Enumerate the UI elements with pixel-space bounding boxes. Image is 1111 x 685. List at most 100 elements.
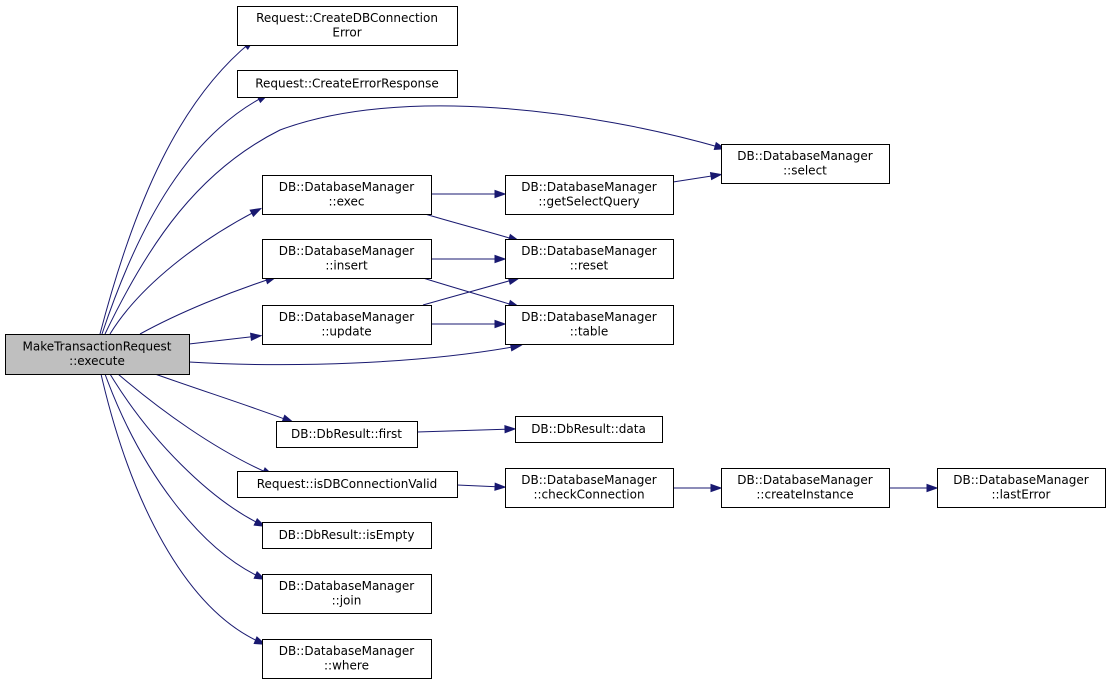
node-label-line: Request::isDBConnectionValid	[257, 477, 438, 491]
node-db-database-manager-reset[interactable]: DB::DatabaseManager::reset	[505, 239, 674, 279]
node-box	[5, 334, 190, 375]
node-db-database-manager-get-select-query[interactable]: DB::DatabaseManager::getSelectQuery	[505, 175, 674, 215]
edge-db-database-manager-get-select-query-to-db-database-manager-select	[672, 171, 723, 183]
edge-db-database-manager-exec-to-db-database-manager-reset	[424, 213, 521, 242]
node-box	[937, 468, 1106, 508]
node-db-database-manager-table[interactable]: DB::DatabaseManager::table	[505, 305, 674, 345]
edge-db-database-manager-create-instance-to-db-database-manager-last-error	[889, 483, 939, 493]
edge-request-is-db-connection-valid-to-db-database-manager-check-connection	[456, 482, 507, 491]
node-box	[515, 416, 663, 443]
node-label-line: ::join	[332, 594, 362, 608]
node-label-line: ::checkConnection	[533, 488, 644, 502]
node-label-line: Request::CreateErrorResponse	[255, 76, 439, 90]
arrowhead-icon	[926, 483, 939, 493]
arrowhead-icon	[494, 482, 507, 491]
node-db-database-manager-select[interactable]: DB::DatabaseManager::select	[721, 144, 890, 184]
edge-line	[109, 373, 263, 526]
node-db-db-result-is-empty[interactable]: DB::DbResult::isEmpty	[262, 522, 432, 549]
edge-db-database-manager-exec-to-db-database-manager-get-select-query	[431, 189, 507, 199]
node-label-line: ::where	[324, 659, 369, 673]
arrowhead-icon	[710, 483, 723, 493]
node-box	[262, 239, 432, 279]
node-box	[262, 175, 432, 215]
edge-line	[99, 41, 252, 335]
node-label-line: DB::DatabaseManager	[737, 473, 872, 487]
edge-line	[109, 209, 259, 335]
edge-make-transaction-request-execute-to-db-database-manager-update	[188, 332, 263, 345]
node-db-database-manager-where[interactable]: DB::DatabaseManager::where	[262, 639, 432, 679]
node-label-line: DB::DatabaseManager	[279, 244, 414, 258]
nodes-layer: MakeTransactionRequest::executeRequest::…	[5, 6, 1106, 679]
edge-db-database-manager-update-to-db-database-manager-reset	[422, 276, 521, 306]
node-make-transaction-request-execute: MakeTransactionRequest::execute	[5, 334, 190, 375]
node-label-line: ::select	[783, 164, 827, 178]
edge-make-transaction-request-execute-to-db-database-manager-select	[104, 105, 727, 335]
edge-db-db-result-first-to-db-db-result-data	[416, 425, 517, 434]
node-label-line: ::exec	[329, 195, 365, 209]
node-db-database-manager-join[interactable]: DB::DatabaseManager::join	[262, 574, 432, 614]
edge-db-database-manager-check-connection-to-db-database-manager-create-instance	[673, 483, 723, 493]
node-label-line: ::execute	[69, 354, 125, 368]
edge-line	[188, 345, 519, 366]
arrowhead-icon	[494, 254, 507, 264]
node-label-line: DB::DatabaseManager	[279, 644, 414, 658]
edge-make-transaction-request-execute-to-request-is-db-connection-valid	[117, 373, 275, 476]
edge-make-transaction-request-execute-to-db-db-result-first	[154, 373, 295, 423]
node-label-line: ::getSelectQuery	[538, 195, 639, 209]
edge-line	[117, 373, 271, 475]
node-label-line: DB::DatabaseManager	[737, 149, 872, 163]
node-box	[262, 522, 432, 549]
arrowhead-icon	[249, 207, 263, 218]
node-box	[262, 639, 432, 679]
node-label-line: DB::DbResult::data	[531, 422, 646, 436]
node-box	[505, 239, 674, 279]
node-box	[505, 305, 674, 345]
node-label-line: ::table	[570, 325, 608, 339]
node-box	[237, 471, 458, 498]
edge-make-transaction-request-execute-to-db-db-result-is-empty	[109, 373, 267, 527]
arrowhead-icon	[494, 189, 507, 199]
node-label-line: DB::DatabaseManager	[521, 180, 656, 194]
node-label-line: ::createInstance	[756, 488, 853, 502]
node-label-line: Request::CreateDBConnection	[256, 11, 438, 25]
node-label-line: DB::DatabaseManager	[279, 310, 414, 324]
node-db-database-manager-check-connection[interactable]: DB::DatabaseManager::checkConnection	[505, 468, 674, 508]
edge-line	[104, 105, 723, 335]
node-db-db-result-data[interactable]: DB::DbResult::data	[515, 416, 663, 443]
node-label-line: DB::DbResult::first	[291, 427, 402, 441]
node-box	[237, 70, 458, 98]
edge-line	[424, 213, 517, 241]
arrowhead-icon	[494, 319, 507, 329]
node-db-database-manager-exec[interactable]: DB::DatabaseManager::exec	[262, 175, 432, 215]
node-label-line: Error	[332, 26, 361, 40]
arrowhead-icon	[250, 332, 263, 342]
node-box	[505, 175, 674, 215]
edge-line	[154, 373, 291, 422]
node-box	[237, 6, 458, 46]
edge-db-database-manager-insert-to-db-database-manager-reset	[431, 254, 507, 264]
edge-line	[416, 428, 513, 433]
node-request-create-error-response[interactable]: Request::CreateErrorResponse	[237, 70, 458, 98]
node-box	[262, 305, 432, 345]
node-box	[721, 468, 890, 508]
node-label-line: DB::DatabaseManager	[521, 244, 656, 258]
edge-make-transaction-request-execute-to-db-database-manager-table	[188, 343, 523, 366]
node-label-line: ::lastError	[992, 488, 1051, 502]
node-db-database-manager-create-instance[interactable]: DB::DatabaseManager::createInstance	[721, 468, 890, 508]
node-db-db-result-first[interactable]: DB::DbResult::first	[276, 421, 418, 448]
node-request-is-db-connection-valid[interactable]: Request::isDBConnectionValid	[237, 471, 458, 498]
edge-line	[101, 95, 266, 335]
node-db-database-manager-update[interactable]: DB::DatabaseManager::update	[262, 305, 432, 345]
edge-line	[456, 484, 503, 488]
edge-db-database-manager-update-to-db-database-manager-table	[431, 319, 507, 329]
arrowhead-icon	[504, 425, 517, 434]
node-label-line: MakeTransactionRequest	[22, 340, 171, 354]
node-db-database-manager-last-error[interactable]: DB::DatabaseManager::lastError	[937, 468, 1106, 508]
edge-line	[422, 277, 517, 307]
node-db-database-manager-insert[interactable]: DB::DatabaseManager::insert	[262, 239, 432, 279]
node-label-line: ::update	[321, 325, 371, 339]
node-label-line: ::insert	[325, 259, 368, 273]
node-box	[505, 468, 674, 508]
